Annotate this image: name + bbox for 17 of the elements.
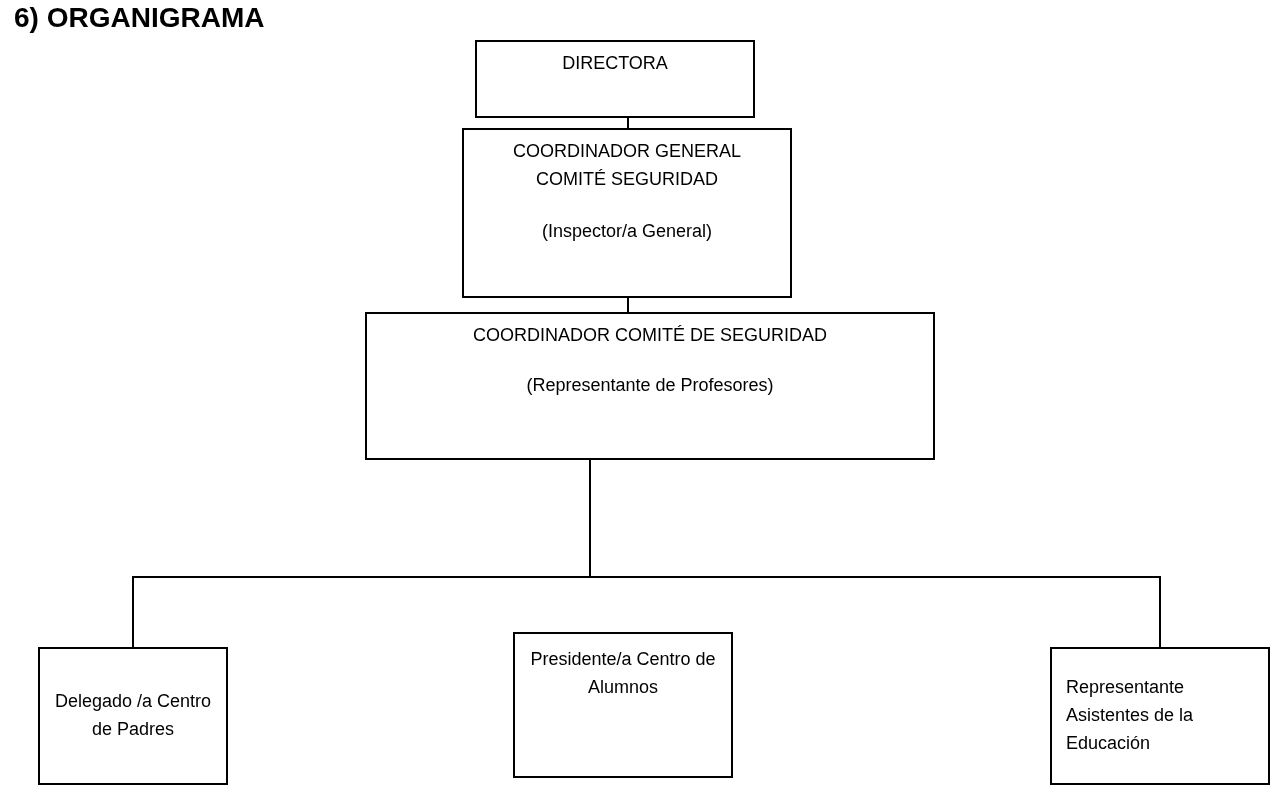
connector-line [627,297,629,313]
box-label: COORDINADOR COMITÉ DE SEGURIDAD [473,324,827,347]
box-label: DIRECTORA [562,52,668,75]
org-box [1050,647,1270,785]
box-label: Representante Asistentes de la Educación [1066,676,1195,755]
org-box [475,40,755,118]
org-box [38,647,228,785]
box-label: Presidente/a Centro de Alumnos [529,648,717,699]
connector-line [627,117,629,129]
box-label: COORDINADOR GENERAL COMITÉ SEGURIDAD [511,140,742,191]
org-box [462,128,792,298]
org-box [513,632,733,778]
box-label: (Inspector/a General) [541,219,713,243]
box-label: Delegado /a Centro de Padres [53,690,213,741]
diagram-title: 6) ORGANIGRAMA [14,2,265,34]
box-label: (Representante de Profesores) [526,373,774,397]
org-box [365,312,935,460]
